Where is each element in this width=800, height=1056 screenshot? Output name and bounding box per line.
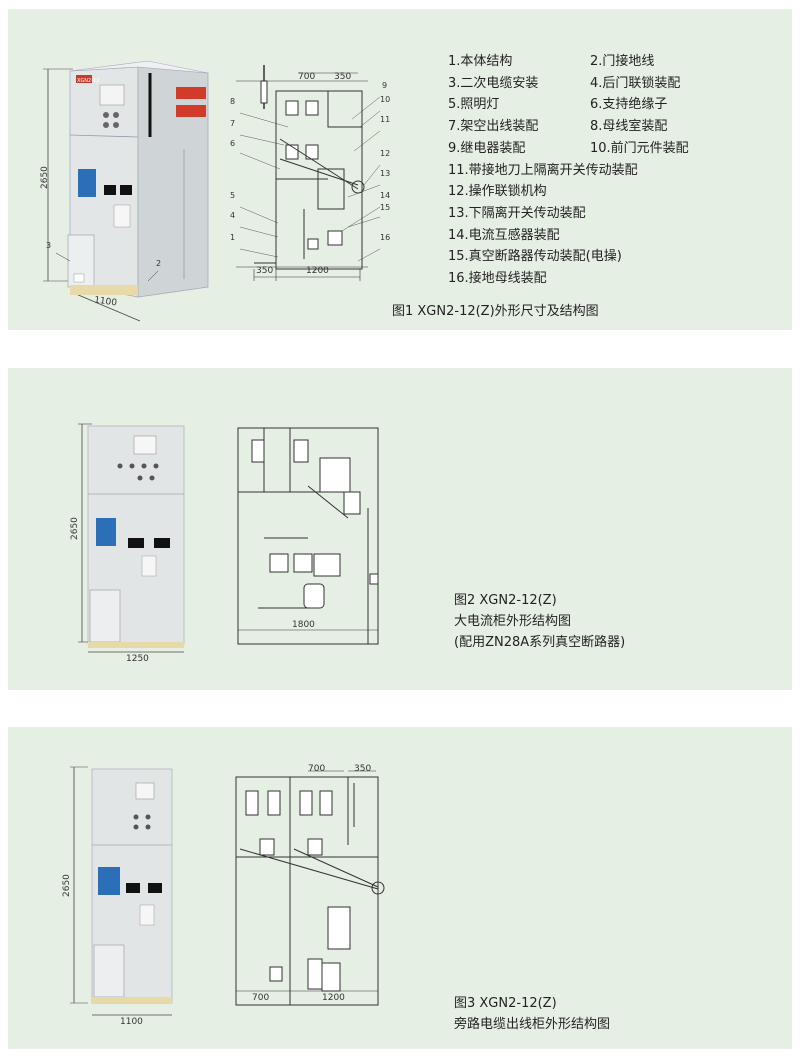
legend-item: 6.支持绝缘子 <box>590 97 668 113</box>
legend-item: 8.母线室装配 <box>590 119 668 135</box>
drawing-callout: 15 <box>380 203 391 212</box>
drawing-callout: 6 <box>230 139 236 148</box>
figure1-caption: 图1 XGN2-12(Z)外形尺寸及结构图 <box>392 304 599 319</box>
fig1-dim: 1200 <box>306 266 329 276</box>
caption-line: 大电流柜外形结构图 <box>454 614 572 629</box>
fig2-drawing-width-dim: 1800 <box>292 620 315 630</box>
figure3-panel: 2650 1100 700 350 700 1200 图3 XGN2-12(Z)… <box>8 727 792 1049</box>
figure1-drawing <box>236 65 381 281</box>
legend-item: 5.照明灯 <box>448 97 500 113</box>
drawing-callout: 13 <box>380 169 391 178</box>
caption-line: (配用ZN28A系列真空断路器) <box>454 635 626 650</box>
fig2-width-dim: 1250 <box>126 654 149 664</box>
svg-text:XGN2-12: XGN2-12 <box>77 78 99 84</box>
fig2-height-dim: 2650 <box>70 517 80 540</box>
legend-item: 2.门接地线 <box>590 54 655 69</box>
legend-item: 14.电流互感器装配 <box>448 227 560 243</box>
drawing-callout: 8 <box>230 97 236 106</box>
fig1-dim: 350 <box>334 72 352 82</box>
legend-item: 9.继电器装配 <box>448 140 526 156</box>
legend-item: 11.带接地刀上隔离开关传动装配 <box>448 162 638 178</box>
figure1-graphics: XGN2-12 <box>43 60 381 322</box>
photo-badge <box>76 75 92 83</box>
drawing-callout: 1 <box>230 233 236 242</box>
caption-line: 图2 XGN2-12(Z) <box>454 593 557 608</box>
drawing-callout: 9 <box>382 81 388 90</box>
caption-line: 旁路电缆出线柜外形结构图 <box>454 1017 611 1032</box>
figure2-graphics <box>78 423 379 653</box>
legend-item: 4.后门联锁装配 <box>590 75 681 91</box>
legend-item: 1.本体结构 <box>448 54 513 69</box>
drawing-callout: 7 <box>230 119 236 128</box>
figure1-panel: XGN2-12 <box>8 9 792 330</box>
figure2-caption: 图2 XGN2-12(Z) 大电流柜外形结构图 (配用ZN28A系列真空断路器) <box>454 590 625 653</box>
drawing-callout: 16 <box>380 233 391 242</box>
drawing-callout: 10 <box>380 95 391 104</box>
drawing-callout: 12 <box>380 149 391 158</box>
fig1-dim: 700 <box>298 72 316 82</box>
photo-callout: 3 <box>46 241 52 250</box>
legend-item: 15.真空断路器传动装配(电操) <box>448 249 622 265</box>
fig1-dim: 350 <box>256 266 274 276</box>
figure2-drawing <box>237 427 379 645</box>
fig3-height-dim: 2650 <box>62 874 72 897</box>
fig3-dim: 700 <box>252 993 270 1003</box>
fig1-height-dim: 2650 <box>40 166 50 189</box>
figure1-legend: 1.本体结构 2.门接地线 3.二次电缆安装 4.后门联锁装配 5.照明灯 6.支持绝… <box>448 51 689 290</box>
fig3-dim: 1200 <box>322 993 345 1003</box>
legend-item: 10.前门元件装配 <box>590 140 689 156</box>
blue-label <box>78 169 96 197</box>
fig3-width-dim: 1100 <box>120 1017 143 1027</box>
caption-line: 图3 XGN2-12(Z) <box>454 996 557 1011</box>
legend-item: 7.架空出线装配 <box>448 119 539 135</box>
legend-item: 3.二次电缆安装 <box>448 75 539 91</box>
drawing-callout: 4 <box>230 211 236 220</box>
figure3-graphics <box>70 766 385 1016</box>
figure2-panel: 2650 1250 1800 图2 XGN2-12(Z) 大电流柜外形结构图 (… <box>8 368 792 690</box>
legend-item: 13.下隔离开关传动装配 <box>448 205 586 221</box>
figure3-drawing <box>235 770 385 1006</box>
fig3-dim: 350 <box>354 764 372 774</box>
drawing-callout: 11 <box>380 115 391 124</box>
legend-item: 12.操作联锁机构 <box>448 184 547 200</box>
drawing-callout: 14 <box>380 191 391 200</box>
figure3-caption: 图3 XGN2-12(Z) 旁路电缆出线柜外形结构图 <box>454 993 610 1035</box>
legend-item: 16.接地母线装配 <box>448 271 547 287</box>
photo-callout: 2 <box>156 259 162 268</box>
fig3-dim: 700 <box>308 764 326 774</box>
drawing-callout: 5 <box>230 191 236 200</box>
